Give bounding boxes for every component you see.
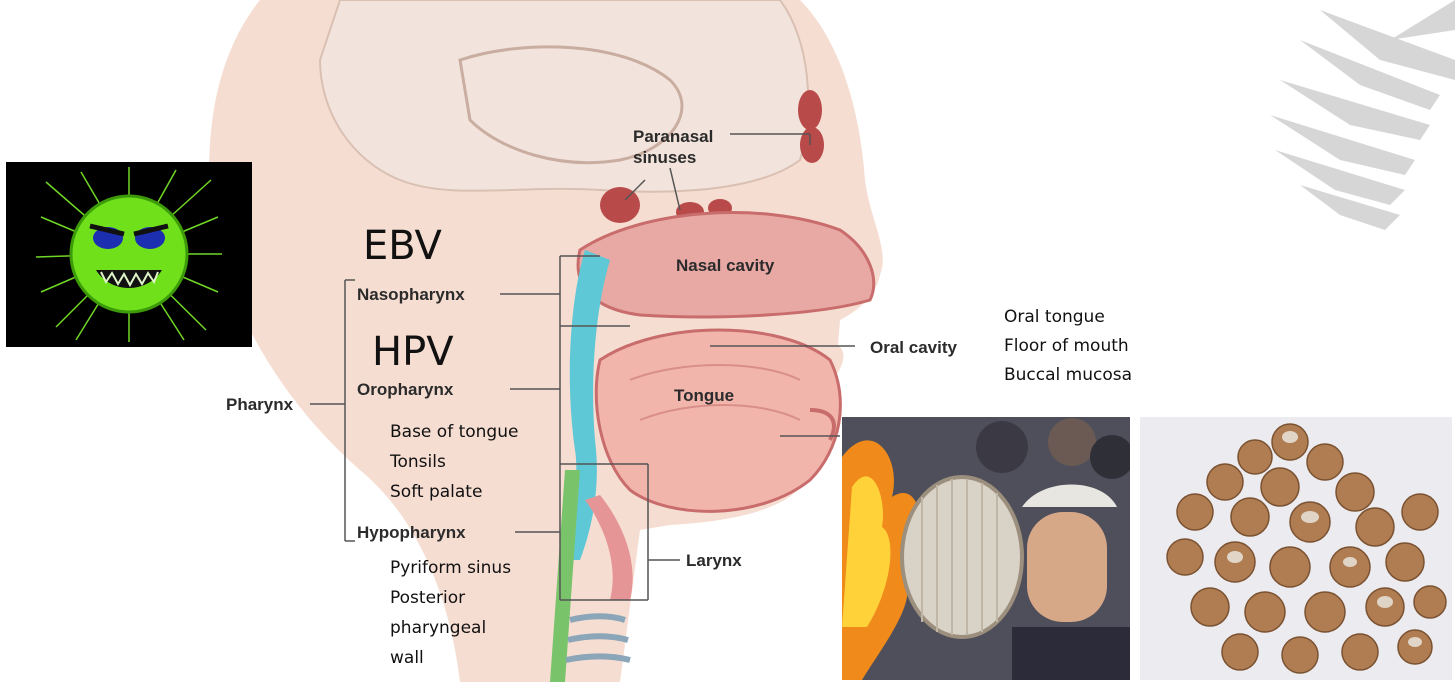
- oropharynx-site: Base of tongue: [390, 420, 518, 445]
- brain-region: [320, 0, 808, 192]
- sphenoid-sinus: [600, 187, 640, 223]
- hpv-label: HPV: [372, 330, 454, 374]
- hypopharynx-site: wall: [390, 646, 424, 671]
- oral-cavity-site: Floor of mouth: [1004, 334, 1129, 359]
- label-tongue: Tongue: [674, 386, 734, 406]
- label-pharynx: Pharynx: [226, 395, 293, 415]
- betel-nuts-photo: [1140, 417, 1452, 680]
- hypopharynx-site: Pyriform sinus: [390, 556, 511, 581]
- label-nasal-cavity: Nasal cavity: [676, 256, 774, 276]
- frontal-sinus-2: [800, 127, 824, 163]
- label-hypopharynx: Hypopharynx: [357, 523, 466, 543]
- oropharynx-site: Soft palate: [390, 480, 482, 505]
- virus-image: [6, 162, 252, 347]
- hypopharynx-site: Posterior: [390, 586, 465, 611]
- oral-cavity-site: Oral tongue: [1004, 305, 1105, 330]
- label-oropharynx: Oropharynx: [357, 380, 453, 400]
- ebv-label: EBV: [363, 224, 442, 268]
- person-face: [1027, 512, 1107, 622]
- hypopharynx-site: pharyngeal: [390, 616, 486, 641]
- oral-cavity-site: Buccal mucosa: [1004, 363, 1132, 388]
- label-larynx: Larynx: [686, 551, 742, 571]
- palm-leaf-decoration: [1240, 0, 1455, 240]
- label-oral-cavity: Oral cavity: [870, 338, 957, 358]
- oropharynx-site: Tonsils: [390, 450, 446, 475]
- label-paranasal-sinuses: Paranasal sinuses: [633, 126, 713, 168]
- label-nasopharynx: Nasopharynx: [357, 285, 465, 305]
- cigarette-bundle: [902, 477, 1022, 637]
- head-neck-anatomy-illustration: [200, 0, 920, 682]
- burning-cigarettes-photo: [842, 417, 1130, 680]
- tongue-shape: [596, 330, 840, 511]
- frontal-sinus: [798, 90, 822, 130]
